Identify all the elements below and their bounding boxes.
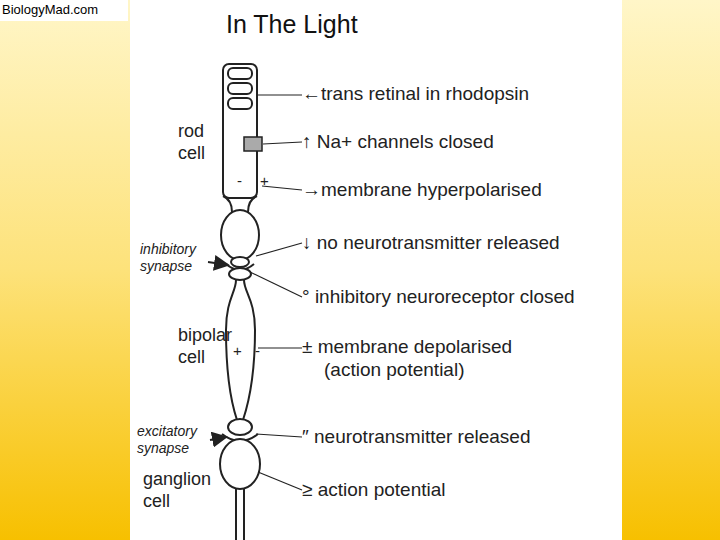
leader-line <box>256 94 302 95</box>
sodium-channel <box>244 137 262 151</box>
ganglion-cell-body <box>220 439 260 489</box>
ganglion-axon <box>236 489 244 540</box>
annotation: ↓ no neurotransmitter released <box>302 232 560 255</box>
pointer-arrow <box>210 437 226 440</box>
white-panel <box>130 0 622 540</box>
synapse-name: excitatory synapse <box>137 423 212 457</box>
bipolar-dendrite <box>229 268 251 280</box>
annotation: ≥ action potential <box>302 479 446 502</box>
charge-sign: - <box>255 342 260 360</box>
bipolar-terminal <box>228 419 252 435</box>
cell-name: rod cell <box>178 121 228 164</box>
leader-line <box>256 434 302 437</box>
background-gradient <box>0 0 130 540</box>
annotation: ↑ Na+ channels closed <box>302 131 494 154</box>
charge-sign: - <box>237 172 242 190</box>
leader-line <box>258 347 302 348</box>
rhodopsin-disc <box>228 83 252 94</box>
rhodopsin-disc <box>228 98 252 109</box>
rod-cell-body <box>221 210 259 260</box>
background-gradient <box>622 0 720 540</box>
cell-name: ganglion cell <box>143 469 221 512</box>
rhodopsin-disc <box>228 68 252 79</box>
annotation: →membrane hyperpolarised <box>302 179 542 202</box>
leader-line <box>258 472 302 490</box>
watermark: BiologyMad.com <box>2 2 98 18</box>
pointer-arrow <box>208 262 228 265</box>
synapse-name: inhibitory synapse <box>140 241 212 275</box>
charge-sign: + <box>233 342 242 360</box>
charge-sign: + <box>260 172 269 190</box>
bipolar-cell-body <box>226 280 255 420</box>
leader-line <box>263 142 302 144</box>
annotation: ″ neurotransmitter released <box>302 426 531 449</box>
leader-line <box>250 272 302 297</box>
annotation: ° inhibitory neuroreceptor closed <box>302 286 575 309</box>
annotation: ←trans retinal in rhodopsin <box>302 83 529 106</box>
cell-name: bipolar cell <box>178 325 242 368</box>
diagram-title: In The Light <box>226 9 358 39</box>
rod-outer-segment <box>223 64 257 198</box>
rod-terminal <box>231 257 249 267</box>
leader-line <box>256 243 302 256</box>
annotation: ± membrane depolarised (action potential… <box>302 336 574 382</box>
